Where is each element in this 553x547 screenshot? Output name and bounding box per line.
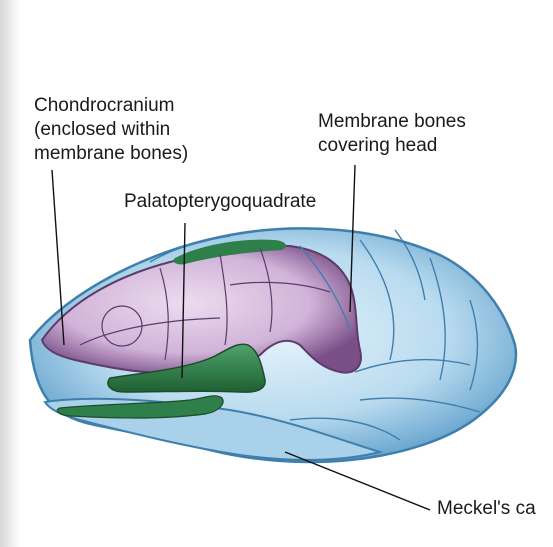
- label-chondrocranium-line-2: (enclosed within: [34, 118, 188, 142]
- label-chondrocranium-line-1: Chondrocranium: [34, 94, 188, 118]
- label-membrane-bones: Membrane bones covering head: [318, 110, 466, 158]
- label-membrane-bones-line-1: Membrane bones: [318, 110, 466, 134]
- chondrocranium: [42, 246, 361, 373]
- label-chondrocranium: Chondrocranium (enclosed within membrane…: [34, 94, 188, 166]
- label-membrane-bones-line-2: covering head: [318, 134, 466, 158]
- label-chondrocranium-line-3: membrane bones): [34, 142, 188, 166]
- label-meckels-cartilage: Meckel's ca: [437, 497, 536, 521]
- label-palatopterygoquadrate: Palatopterygoquadrate: [124, 190, 316, 214]
- leader-meckels-cartilage: [285, 452, 430, 510]
